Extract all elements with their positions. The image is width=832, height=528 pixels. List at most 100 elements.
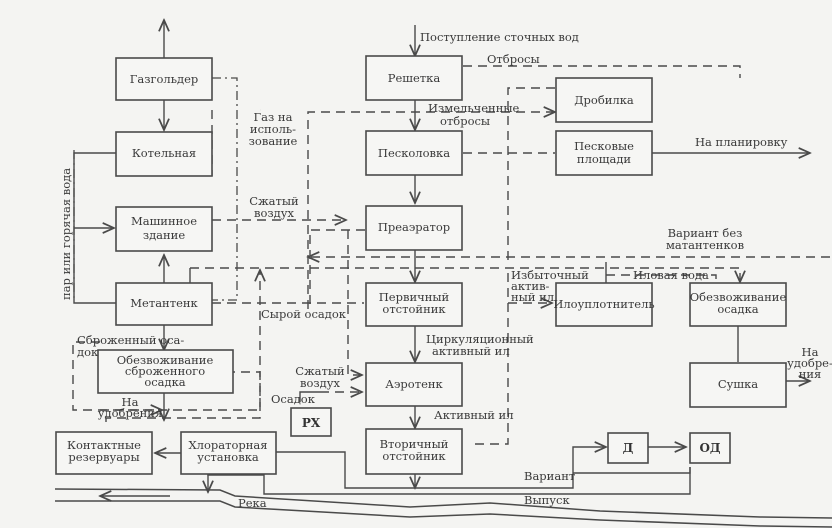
sand-label-2: площади <box>577 152 632 166</box>
fertilizer2-label-3: ния <box>799 367 822 381</box>
d-label: Д <box>623 441 634 455</box>
steam-label: пар или горячая вода <box>59 168 73 300</box>
block-boiler[interactable] <box>115 131 213 177</box>
crushed-label-1: Измельченные <box>428 101 520 115</box>
to-planning-label: На планировку <box>695 135 788 149</box>
outlet-line <box>207 467 691 495</box>
air-to-aerotank <box>347 230 362 375</box>
fertilizer1-label-2: удобрения <box>98 406 162 420</box>
secondary-return-dash <box>475 268 509 445</box>
solid-connectors <box>73 20 810 495</box>
dewater-label-1: Обезвоживание <box>690 290 787 304</box>
block-d[interactable] <box>607 432 649 464</box>
block-sand[interactable] <box>555 130 653 176</box>
air-label-1: Сжатый <box>249 194 299 208</box>
preaerator-label: Преаэратор <box>378 220 450 234</box>
boiler-label: Котельная <box>132 146 196 160</box>
flow-labels: Поступление сточных вод Отбросы Измельче… <box>59 30 832 510</box>
block-primary[interactable] <box>365 282 463 327</box>
block-digester[interactable] <box>115 282 213 326</box>
fertilizer2-label-2: удобре- <box>787 356 832 370</box>
inflow-label: Поступление сточных вод <box>420 30 579 44</box>
block-dewater[interactable] <box>689 282 787 327</box>
contact-label-1: Контактные <box>67 438 141 452</box>
block-screen[interactable] <box>365 55 463 101</box>
block-crusher[interactable] <box>555 77 653 123</box>
block-dewater-digested[interactable] <box>97 349 234 394</box>
aerotank-label: Аэротенк <box>385 377 443 391</box>
machine-label-2: здание <box>143 228 186 242</box>
digested-label-2: док <box>77 345 99 359</box>
screen-label: Решетка <box>388 71 441 85</box>
digester-label: Метантенк <box>130 296 198 310</box>
river-bank-top <box>54 488 832 519</box>
digested-label-1: Сброженный оса- <box>77 333 184 347</box>
variant-line <box>274 447 606 489</box>
block-secondary[interactable] <box>365 428 463 475</box>
block-od[interactable] <box>689 432 731 464</box>
river-bank-bottom <box>55 500 832 528</box>
contact-label-2: резервуары <box>68 450 139 464</box>
block-thickener[interactable] <box>555 282 653 327</box>
secondary-label-1: Вторичный <box>380 437 449 451</box>
sand-label-1: Песковые <box>574 139 634 153</box>
block-dryer[interactable] <box>689 362 787 408</box>
excess-label-3: ный ил <box>511 290 554 304</box>
rx-label: РХ <box>302 416 321 430</box>
river-label: Река <box>238 496 267 510</box>
gasholder-label: Газгольдер <box>130 72 199 86</box>
boxes <box>55 55 787 475</box>
od-label: ОД <box>699 441 720 455</box>
gas-use-label-2: исполь- <box>250 122 296 136</box>
machine-label-1: Машинное <box>131 214 197 228</box>
chlorinator-label-1: Хлораторная <box>188 438 267 452</box>
rx-sediment-link <box>299 391 320 402</box>
variant-no-digesters-1: Вариант без <box>668 226 743 240</box>
preaerator-left-dash <box>309 229 365 310</box>
primary-label-2: отстойник <box>382 302 446 316</box>
digested-loop <box>72 341 261 411</box>
variant-label: Вариант <box>524 469 575 483</box>
crushed-label-2: отбросы <box>440 114 490 128</box>
waste-line <box>463 65 741 78</box>
grit-label: Песколовка <box>378 146 450 160</box>
sediment-label: Осадок <box>271 392 316 406</box>
variant-no-digesters-2: матантенков <box>666 238 744 252</box>
dryer-label: Сушка <box>718 377 758 391</box>
variant-no-digesters-line <box>190 267 740 282</box>
block-machine[interactable] <box>115 206 213 252</box>
air2-label-2: воздух <box>300 376 341 390</box>
active-sludge-label: Активный ил <box>434 408 514 422</box>
air2-label-1: Сжатый <box>295 364 345 378</box>
dewater-digested-label-3: осадка <box>144 375 185 389</box>
block-aerotank[interactable] <box>365 362 463 407</box>
thickener-label: Илоуплотнитель <box>553 297 654 311</box>
secondary-label-2: отстойник <box>382 449 446 463</box>
contact-dash <box>105 395 261 422</box>
waste-label: Отбросы <box>487 52 540 66</box>
box-labels: Газгольдер Котельная Машинное здание Мет… <box>67 71 786 464</box>
air-label-2: воздух <box>254 206 295 220</box>
gas-line <box>212 77 238 301</box>
crusher-label: Дробилка <box>574 93 634 107</box>
crushed-waste-line <box>307 112 555 310</box>
gas-use-label-1: Газ на <box>254 110 293 124</box>
block-contact[interactable] <box>55 431 153 475</box>
block-gasholder[interactable] <box>115 57 213 101</box>
block-preaerator[interactable] <box>365 205 463 251</box>
block-rx[interactable] <box>290 407 332 437</box>
block-grit[interactable] <box>365 130 463 176</box>
fertilizer1-label-1: На <box>122 395 139 409</box>
circ-label-2: активный ил <box>432 344 510 358</box>
crusher-return <box>507 87 555 265</box>
dewater-digested-label-1: Обезвоживание <box>117 353 214 367</box>
chlorinator-label-2: установка <box>197 450 259 464</box>
outlet-label: Выпуск <box>524 493 570 507</box>
circ-label-1: Циркуляционный <box>426 332 534 346</box>
sludge-water-line <box>606 274 717 283</box>
block-chlorinator[interactable] <box>180 431 277 475</box>
dewater-label-2: осадка <box>717 302 758 316</box>
raw-sludge-label: Сырой осадок <box>261 307 347 321</box>
primary-label-1: Первичный <box>379 290 450 304</box>
